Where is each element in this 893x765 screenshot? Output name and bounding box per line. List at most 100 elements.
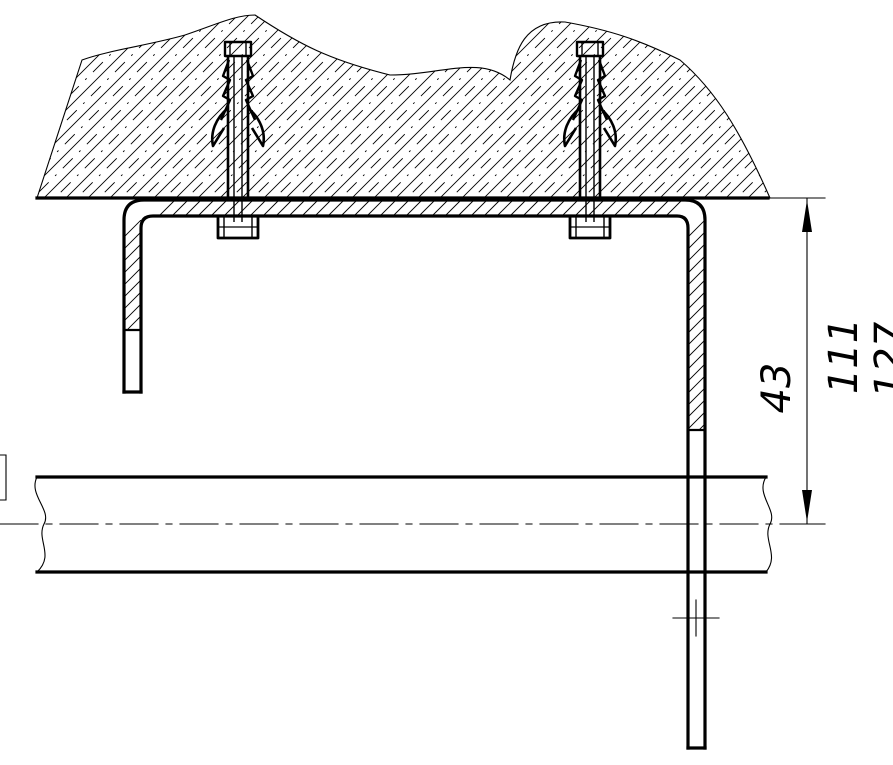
bracket-hatch-line bbox=[688, 387, 705, 406]
wall-hatch-dash bbox=[382, 15, 584, 198]
wall-hatch-line bbox=[0, 0, 22, 200]
anchor-rod bbox=[585, 56, 595, 222]
bracket-hatch-line bbox=[688, 267, 705, 286]
bracket bbox=[122, 198, 720, 750]
bracket-hatch-line bbox=[406, 200, 422, 216]
wall-hatch-line bbox=[393, 15, 595, 198]
bracket-hatch-line bbox=[523, 200, 539, 216]
wall-hatch-line bbox=[415, 15, 617, 198]
wall-hatch-line bbox=[591, 15, 770, 198]
bracket-hatch-line bbox=[688, 375, 705, 394]
wall-hatch-dash bbox=[580, 15, 770, 198]
wall-hatch-line bbox=[85, 15, 287, 198]
wall-hatch-line bbox=[459, 15, 661, 198]
wall-hatch-line bbox=[283, 15, 485, 198]
bracket-hatch-line bbox=[688, 399, 705, 418]
wall-hatch-dash bbox=[250, 15, 452, 198]
bracket-hatch-line bbox=[328, 200, 344, 216]
bracket-hatch-line bbox=[354, 200, 370, 216]
bracket-hatch-line bbox=[688, 255, 705, 274]
bracket-hatch-line bbox=[627, 200, 643, 216]
bracket-hatch-line bbox=[380, 200, 396, 216]
bracket-hatch-line bbox=[263, 200, 279, 216]
anchor-rod bbox=[233, 56, 243, 222]
wall-hatch-dash bbox=[52, 15, 254, 198]
wall-hatch-dash bbox=[37, 15, 78, 198]
wall-hatch-dash bbox=[228, 15, 430, 198]
bracket-hatch-line bbox=[302, 200, 318, 216]
bracket-hatch-line bbox=[445, 200, 461, 216]
wall-hatching bbox=[0, 0, 893, 200]
bracket-hatch-line bbox=[562, 200, 578, 216]
wall-hatch-line bbox=[37, 15, 45, 198]
anchor-head-detail bbox=[581, 42, 599, 56]
wall-hatch-line bbox=[37, 15, 67, 198]
bracket-hatch-line bbox=[688, 436, 705, 453]
wall-hatch-dash bbox=[624, 15, 770, 198]
bracket-hatch-line bbox=[237, 200, 253, 216]
wall-hatch-line bbox=[812, 0, 893, 200]
wall-hatch-line bbox=[878, 0, 893, 200]
bracket-hatch-line bbox=[124, 303, 141, 322]
bracket-hatch-line bbox=[124, 243, 141, 262]
dimension-arrow-bottom bbox=[802, 490, 812, 522]
bracket-hatch-line bbox=[653, 200, 669, 216]
wall-hatch-dash bbox=[779, 0, 893, 200]
wall-hatch-line bbox=[107, 15, 309, 198]
wall-hatch-line bbox=[349, 15, 551, 198]
wall-hatch-dash bbox=[492, 15, 694, 198]
bracket-hatch-line bbox=[341, 200, 357, 216]
bracket-hatch-line bbox=[159, 200, 175, 216]
bracket-hatch-line bbox=[432, 200, 448, 216]
bracket-hatch-line bbox=[289, 200, 305, 216]
bracket-hatch-line bbox=[484, 200, 500, 216]
anchor-nut bbox=[216, 214, 260, 240]
bracket-left-hatching bbox=[124, 220, 141, 330]
anchor-bolt-right bbox=[562, 40, 618, 240]
bracket-hatch-line bbox=[510, 200, 526, 216]
wall-hatch-line bbox=[657, 15, 770, 198]
wall-hatch-line bbox=[635, 15, 770, 198]
bracket-right-hatching bbox=[688, 220, 705, 453]
wall-hatch-dash bbox=[162, 15, 364, 198]
wall-hatch-dash bbox=[140, 15, 342, 198]
bracket-hatch-line bbox=[614, 200, 630, 216]
bracket-hatch-line bbox=[124, 255, 141, 274]
dimension-label-127: 127 bbox=[867, 321, 893, 398]
wall-hatch-dash bbox=[668, 15, 770, 198]
bracket-hatch-line bbox=[276, 200, 292, 216]
dimension-label-43: 43 bbox=[754, 363, 800, 414]
wall-hatch-dash bbox=[558, 15, 760, 198]
wall-hatch-line bbox=[525, 15, 727, 198]
anchor-head-detail bbox=[229, 42, 247, 56]
wall-hatch-line bbox=[37, 15, 221, 198]
wall-hatch-dash bbox=[37, 15, 56, 198]
wall-hatch-dash bbox=[514, 15, 716, 198]
wall-hatch-line bbox=[437, 15, 639, 198]
wall-hatch-line bbox=[239, 15, 441, 198]
wall-hatch-dash bbox=[690, 15, 770, 198]
bracket-hatch-line bbox=[458, 200, 474, 216]
wall-hatch-line bbox=[547, 15, 749, 198]
wall-hatch-line bbox=[327, 15, 529, 198]
wall-hatch-dash bbox=[37, 15, 122, 198]
bracket-hatch-line bbox=[497, 200, 513, 216]
wall-hatch-dash bbox=[74, 15, 276, 198]
bracket-hatch-line bbox=[198, 200, 214, 216]
bracket-hatch-line bbox=[688, 327, 705, 346]
bracket-hatch-line bbox=[640, 200, 656, 216]
wall-hatch-line bbox=[834, 0, 893, 200]
wall-hatch-line bbox=[371, 15, 573, 198]
wall-hatch-dash bbox=[646, 15, 770, 198]
wall-hatch-line bbox=[173, 15, 375, 198]
wall-hatch-dash bbox=[118, 15, 320, 198]
anchor-barb-left bbox=[210, 107, 229, 148]
bracket-hatch-line bbox=[666, 200, 682, 216]
wall-hatch-line bbox=[37, 15, 155, 198]
bracket-hatch-line bbox=[688, 279, 705, 298]
pipe-left-break bbox=[34, 476, 47, 573]
wall-hatch-dash bbox=[867, 0, 893, 200]
wall-hatch-dash bbox=[448, 15, 650, 198]
wall-hatch-line bbox=[745, 15, 770, 198]
